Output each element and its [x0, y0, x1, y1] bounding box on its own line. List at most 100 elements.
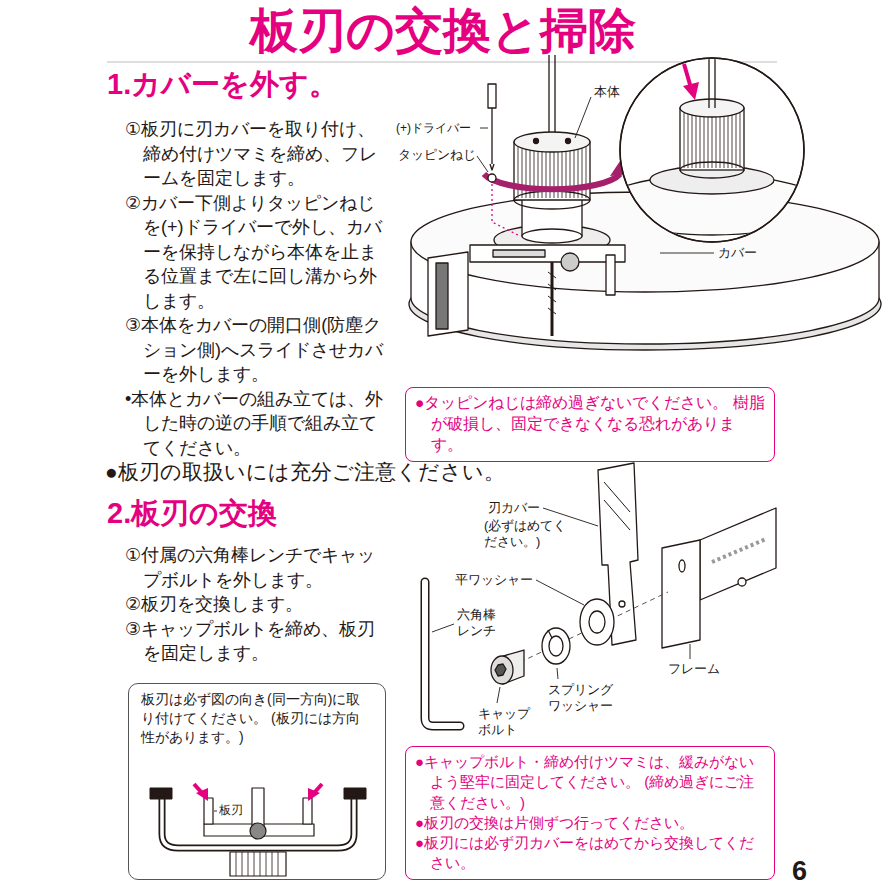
caution-text: ●板刃の取扱いには充分ご注意ください。	[105, 459, 505, 485]
press-arrowhead	[683, 82, 699, 100]
blade-clamp	[428, 252, 468, 336]
leader-line	[497, 687, 500, 703]
magnified-view	[600, 40, 824, 242]
part-label: フレーム	[668, 661, 720, 677]
hole	[566, 139, 571, 144]
leader-line	[480, 128, 488, 129]
frame-screw	[738, 578, 746, 586]
knurl-line	[740, 112, 741, 168]
cap-bolt-head	[491, 656, 513, 684]
knurl-line	[728, 112, 729, 168]
knurl-line	[720, 112, 721, 168]
tapping-screw	[488, 174, 496, 182]
part-label: 板刃	[219, 803, 243, 818]
knurl-line	[684, 112, 685, 168]
step-text: ②板刃を交換します。	[125, 592, 385, 617]
shaft	[708, 40, 709, 108]
drill-flute	[548, 272, 556, 314]
caution-text: ●キャップボルト・締め付けツマミは、緩みがないよう堅牢に固定してください。 (締…	[415, 752, 765, 813]
driver-handle	[488, 84, 496, 108]
spring-washer-hole	[549, 636, 563, 656]
shaft	[714, 40, 715, 108]
knurl-line	[732, 112, 733, 168]
page-title: 板刃の交換と掃除	[0, 2, 886, 60]
instruction-text: 板刃は必ず図の向き(同一方向)に取り付けてください。 (板刃には方向性があります…	[141, 690, 373, 747]
knurl	[236, 852, 278, 876]
section-heading: 1.カバーを外す。	[107, 66, 338, 102]
driver-tip	[490, 164, 494, 170]
knurl-line	[696, 112, 697, 168]
body-top	[514, 132, 590, 152]
hex-wrench	[425, 582, 460, 726]
frame-slot	[493, 250, 545, 257]
shaft	[554, 55, 555, 142]
part-label: 平ワッシャー	[455, 572, 533, 588]
leader-line	[536, 580, 584, 605]
lens-content	[600, 40, 824, 235]
rotation-arrow	[484, 174, 620, 189]
body-edge	[514, 191, 590, 209]
blade-direction-illustration	[150, 784, 366, 876]
flat-washer	[580, 599, 614, 645]
step-list: ①付属の六角棒レンチでキャップボルトを外します。②板刃を交換します。③キャップボ…	[125, 543, 385, 666]
leader-line	[557, 668, 558, 679]
knurl-line	[704, 112, 705, 168]
knurl-line	[586, 146, 587, 198]
part-label: スプリングワッシャー	[548, 682, 618, 715]
screw-path	[492, 184, 520, 236]
part-label: 刃カバー	[488, 500, 540, 516]
knurl-line	[736, 112, 737, 168]
flat-washer-hole	[589, 611, 605, 633]
clamp	[344, 788, 366, 799]
knurl-line	[716, 112, 717, 168]
knurl-line	[708, 112, 709, 168]
driver-shaft	[491, 108, 492, 164]
caution-box: ●キャップボルト・締め付けツマミは、緩みがないよう堅牢に固定してください。 (締…	[405, 746, 775, 880]
body-lower	[522, 229, 582, 243]
knurl-line	[688, 112, 689, 168]
knurl-line	[518, 146, 519, 198]
step-text: ①板刃に刃カバーを取り付け、締め付けツマミを締め、フレームを固定します。	[125, 117, 385, 191]
step-text: ①付属の六角棒レンチでキャップボルトを外します。	[125, 543, 385, 592]
leader-line	[660, 253, 714, 254]
caution-text: ●タッピンねじは締め過ぎないでください。 樹脂が破損し、固定できなくなる恐れがあ…	[415, 393, 765, 456]
knurl-line	[700, 112, 701, 168]
note-text: •本体とカバーの組み立ては、外した時の逆の手順で組み立ててください。	[125, 387, 385, 461]
section-heading: 2.板刃の交換	[107, 495, 277, 531]
caution-text: ●板刃には必ず刃カバーをはめてから交換してください。	[415, 833, 765, 874]
page-number: 6	[792, 855, 807, 886]
clamp	[150, 788, 172, 799]
direction-arrowhead	[308, 788, 320, 801]
part-label: カバー	[718, 245, 757, 261]
leader-line	[214, 811, 217, 812]
assembly-axis	[512, 592, 668, 666]
knurl-line	[712, 112, 713, 168]
hex-socket	[495, 664, 506, 676]
instruction-inset: 板刃は必ず図の向き(同一方向)に取り付けてください。 (板刃には方向性があります…	[128, 683, 386, 880]
blade-cover-edge	[604, 500, 630, 530]
leader-line	[432, 624, 454, 632]
caution-text: ●板刃の交換は片側ずつ行ってください。	[415, 813, 765, 833]
frame-arm	[606, 255, 615, 295]
frame-bracket	[662, 540, 700, 648]
body-edge	[680, 162, 744, 178]
knob	[250, 823, 266, 839]
blade	[436, 263, 448, 329]
step-text: ③キャップボルトを締め、板刃を固定します。	[125, 617, 385, 666]
frame-slot	[712, 539, 766, 562]
step-list: ①板刃に刃カバーを取り付け、締め付けツマミを締め、フレームを固定します。②カバー…	[125, 117, 385, 460]
part-note: (必ずはめてください。)	[484, 518, 568, 551]
step-text: ②カバー下側よりタッピンねじを(+)ドライバーで外し、カバーを保持しながら本体を…	[125, 191, 385, 314]
knurl-line	[692, 112, 693, 168]
blade	[303, 798, 312, 824]
part-label: 本体	[594, 84, 620, 100]
leader-line	[575, 97, 591, 138]
spring-washer-split	[548, 630, 552, 638]
leader-line	[690, 644, 691, 659]
part-label: 六角棒レンチ	[457, 607, 499, 640]
knurl-line	[724, 112, 725, 168]
part-label: (+)ドライバー	[396, 121, 471, 136]
knurl	[684, 112, 740, 168]
title-rule	[107, 61, 777, 62]
